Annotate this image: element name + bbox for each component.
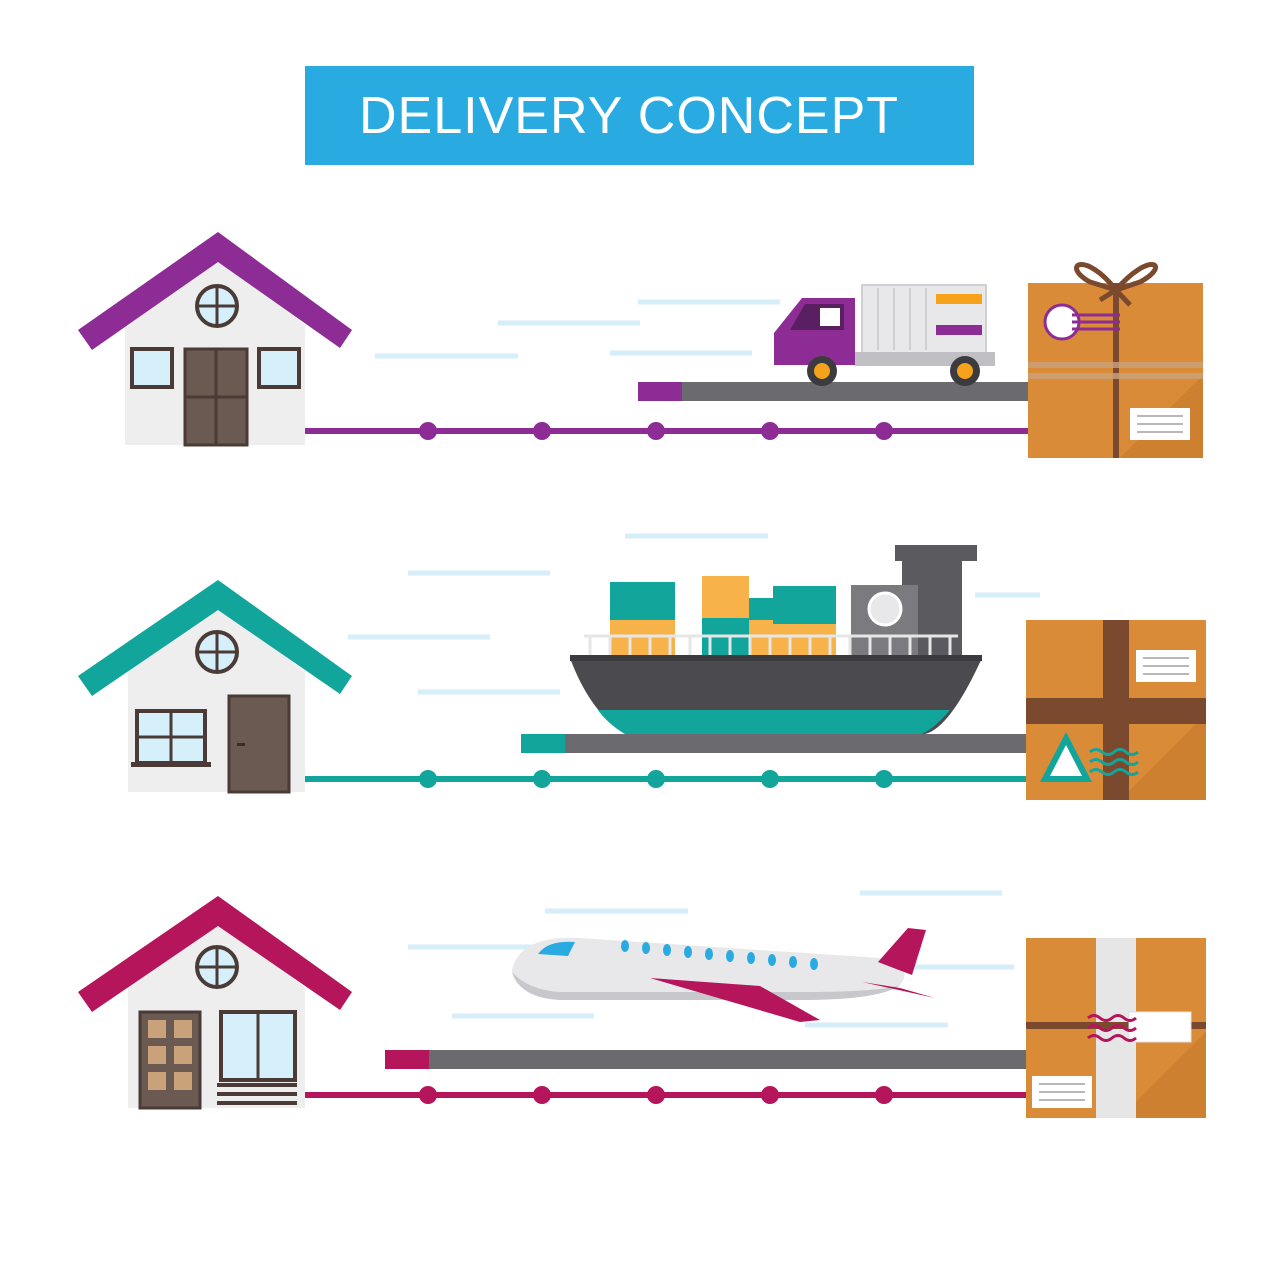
- parcel-box-icon: [1026, 620, 1206, 800]
- runway-track: [385, 1050, 1028, 1069]
- house-icon: [78, 896, 352, 1110]
- title-banner: DELIVERY CONCEPT: [305, 66, 974, 165]
- airplane-icon: [512, 928, 935, 1022]
- parcel-box-icon: [1028, 262, 1203, 458]
- route-line: [305, 770, 1028, 788]
- ship-icon: [570, 545, 982, 734]
- row-airplane: [78, 890, 1206, 1118]
- parcel-box-icon: [1026, 938, 1206, 1118]
- row-truck: [78, 232, 1203, 458]
- speed-lines: [348, 533, 1040, 695]
- row-ship: [78, 533, 1206, 800]
- road-track: [638, 382, 1030, 401]
- house-icon: [78, 580, 352, 794]
- page-title: DELIVERY CONCEPT: [359, 87, 900, 145]
- house-icon: [78, 232, 352, 447]
- route-line: [305, 1086, 1028, 1104]
- speed-lines: [375, 299, 780, 359]
- route-line: [305, 422, 1030, 440]
- sea-track: [521, 734, 1028, 753]
- truck-icon: [774, 284, 995, 386]
